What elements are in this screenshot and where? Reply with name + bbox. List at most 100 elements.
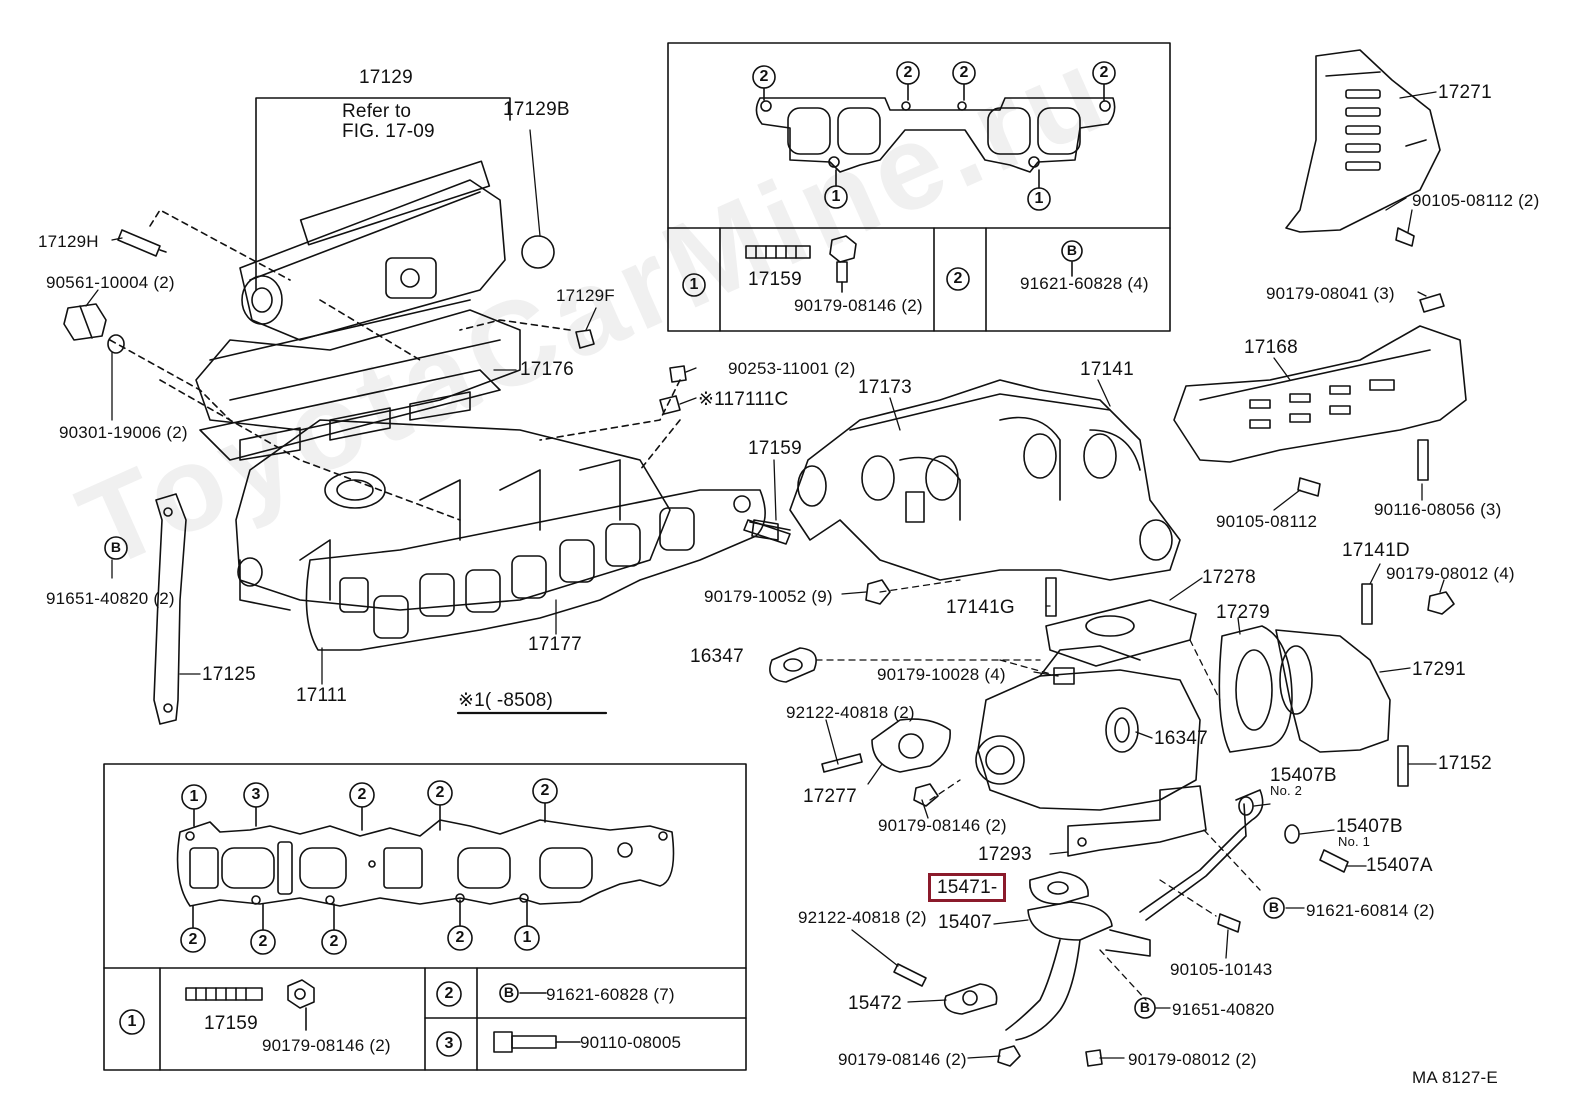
marker-B: B	[503, 984, 515, 1000]
label-17278: 17278	[1202, 567, 1256, 588]
label-17279: 17279	[1216, 602, 1270, 623]
label-15407B-1-no: No. 1	[1338, 834, 1371, 849]
label-17168: 17168	[1244, 337, 1298, 358]
label-note-8508: ※1( -8508)	[458, 690, 554, 711]
label-90179-08146-a: 90179-08146 (2)	[878, 816, 1007, 835]
label-inset-top-90179: 90179-08146 (2)	[794, 296, 923, 315]
marker-one: 1	[127, 1013, 137, 1030]
marker-B: B	[1268, 899, 1280, 915]
label-90253: 90253-11001 (2)	[728, 359, 856, 378]
inset-top-markers	[682, 61, 1116, 297]
right-assembly	[1173, 49, 1467, 787]
inset-box-bottom	[103, 763, 747, 1071]
label-17271: 17271	[1438, 82, 1492, 103]
label-15472: 15472	[848, 993, 902, 1014]
label-91651-a: 91651-40820 (2)	[46, 589, 175, 608]
label-90179-08041: 90179-08041 (3)	[1266, 284, 1395, 303]
label-inset-bottom-91621: 91621-60828 (7)	[546, 985, 675, 1004]
label-17129B: 17129B	[503, 99, 570, 120]
marker-two: 2	[258, 933, 268, 950]
label-16347-a: 16347	[690, 646, 744, 667]
label-15471-highlighted[interactable]: 15471-	[928, 873, 1007, 902]
label-17141: 17141	[1080, 359, 1134, 380]
marker-two: 2	[444, 985, 454, 1002]
dashed-center	[815, 579, 1261, 1001]
label-17129H: 17129H	[38, 232, 99, 251]
exhaust-turbo-assembly	[743, 379, 1349, 1067]
label-17293: 17293	[978, 844, 1032, 865]
label-15407B-2-no: No. 2	[1270, 783, 1303, 798]
label-inset-bottom-17159: 17159	[204, 1013, 258, 1034]
label-17125: 17125	[202, 664, 256, 685]
label-17291: 17291	[1412, 659, 1466, 680]
marker-two: 2	[759, 68, 769, 85]
intake-assembly	[63, 97, 791, 725]
label-17152: 17152	[1438, 753, 1492, 774]
label-92122-b: 92122-40818 (2)	[798, 908, 927, 927]
label-inset-top-17159: 17159	[748, 269, 802, 290]
label-91621-60814: 91621-60814 (2)	[1306, 901, 1435, 920]
marker-two: 2	[1099, 64, 1109, 81]
label-inset-bottom-90110: 90110-08005	[580, 1033, 682, 1052]
label-90105-10143: 90105-10143	[1170, 960, 1273, 979]
label-17176: 17176	[520, 359, 574, 380]
label-17129F: 17129F	[556, 286, 615, 305]
leaders-left	[85, 129, 777, 685]
label-90301: 90301-19006 (2)	[59, 423, 188, 442]
label-90116: 90116-08056 (3)	[1374, 500, 1502, 519]
marker-two: 2	[455, 929, 465, 946]
marker-one: 1	[189, 788, 199, 805]
inset-box-top	[667, 42, 1171, 332]
label-17111: 17111	[296, 685, 348, 706]
marker-two: 2	[903, 64, 913, 81]
label-92122-a: 92122-40818 (2)	[786, 703, 915, 722]
label-90179-10052: 90179-10052 (9)	[704, 587, 833, 606]
marker-two: 2	[329, 933, 339, 950]
marker-B: B	[1139, 999, 1151, 1015]
label-16347-b: 16347	[1154, 728, 1208, 749]
label-17141D: 17141D	[1342, 540, 1410, 561]
marker-two: 2	[188, 931, 198, 948]
label-90105-08112-a: 90105-08112	[1216, 512, 1318, 531]
marker-two: 2	[540, 782, 550, 799]
label-90561: 90561-10004 (2)	[46, 273, 175, 292]
label-17177: 17177	[528, 634, 582, 655]
label-17141G: 17141G	[946, 597, 1015, 618]
marker-B: B	[1066, 242, 1078, 258]
marker-two: 2	[435, 784, 445, 801]
figure-code: MA 8127-E	[1412, 1068, 1498, 1087]
label-17111C: ※117111C	[698, 389, 789, 410]
label-90105-08112-b: 90105-08112 (2)	[1412, 191, 1540, 210]
label-90179-08012-b: 90179-08012 (4)	[1386, 564, 1515, 583]
label-15407B-1: 15407B	[1336, 816, 1403, 837]
label-91651-b: 91651-40820	[1172, 1000, 1275, 1019]
label-15407: 15407	[938, 912, 992, 933]
label-90179-08012-a: 90179-08012 (2)	[1128, 1050, 1257, 1069]
label-17277: 17277	[803, 786, 857, 807]
marker-three: 3	[444, 1035, 454, 1052]
marker-two: 2	[959, 64, 969, 81]
marker-B: B	[110, 539, 122, 555]
marker-one: 1	[1034, 190, 1044, 207]
label-17173: 17173	[858, 377, 912, 398]
label-refer-line1: Refer to	[342, 101, 412, 122]
marker-two: 2	[953, 270, 963, 287]
label-refer-line2: FIG. 17-09	[342, 121, 435, 142]
marker-one: 1	[522, 929, 532, 946]
label-inset-bottom-90179: 90179-08146 (2)	[262, 1036, 391, 1055]
label-90179-08146-b: 90179-08146 (2)	[838, 1050, 967, 1069]
inset-bottom-markers	[119, 778, 558, 1057]
marker-one: 1	[831, 188, 841, 205]
marker-two: 2	[357, 786, 367, 803]
label-17129: 17129	[359, 67, 413, 88]
label-15407A: 15407A	[1366, 855, 1433, 876]
leaders-right	[825, 91, 1445, 1059]
label-17159-a: 17159	[748, 438, 802, 459]
label-90179-10028: 90179-10028 (4)	[877, 665, 1006, 684]
marker-one: 1	[689, 276, 699, 293]
label-inset-top-91621: 91621-60828 (4)	[1020, 274, 1149, 293]
label-15407B-2: 15407B	[1270, 765, 1337, 786]
marker-three: 3	[251, 786, 261, 803]
